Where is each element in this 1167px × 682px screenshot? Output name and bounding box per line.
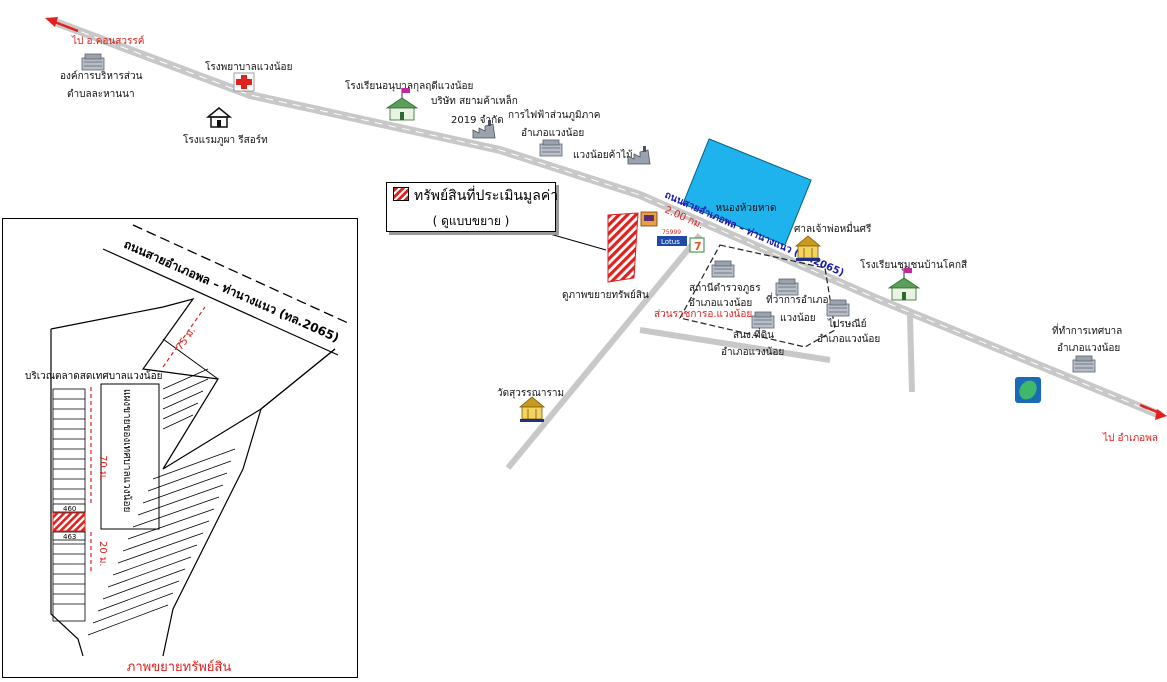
- landmark-label: สนง.ที่ดิน: [733, 327, 774, 341]
- inset-panel: ถนนสายอำเภอพล – ท่านางแนว (ทล.2065) 460 …: [2, 218, 358, 678]
- hospital-icon: [233, 72, 255, 92]
- legend-title: ทรัพย์สินที่ประเมินมูลค่า: [414, 188, 559, 204]
- dim-label-70: 70 ม.: [97, 455, 108, 481]
- house-icon: [205, 107, 233, 128]
- stall-block-label: แผงขายของเทศบาลแวงน้อย: [121, 389, 133, 512]
- market-label: บริเวณตลาดสดเทศบาลแวงน้อย: [25, 370, 162, 382]
- store-icon: [640, 211, 658, 227]
- inset-title: ภาพขยายทรัพย์สิน: [127, 659, 232, 675]
- landmark-label: ศาลเจ้าพ่อหมื่นศรี: [794, 221, 872, 235]
- road-edge: [132, 224, 349, 324]
- school-icon: [386, 87, 418, 121]
- hatch-swatch-icon: [393, 187, 409, 201]
- building-icon: [81, 53, 105, 71]
- lot-top-label: 460: [63, 505, 76, 513]
- pond-area: [682, 138, 812, 246]
- landmark-label: อำเภอแวงน้อย: [521, 127, 584, 139]
- landmark-label: 2019 จำกัด: [451, 115, 504, 126]
- dim-line-75: [162, 306, 206, 368]
- building-icon: [751, 311, 775, 329]
- landmark-label: ที่ว่าการอำเภอ: [766, 292, 829, 306]
- landmark-label: ที่ทำการเทศบาล: [1052, 323, 1122, 337]
- landmark-label: อำเภอแวงน้อย: [1057, 342, 1120, 354]
- landmark-label: อำเภอแวงน้อย: [689, 297, 752, 309]
- right-stalls: [87, 368, 236, 636]
- dest-label-phon: ไป อำเภอพล: [1102, 432, 1158, 444]
- building-icon: [826, 299, 850, 317]
- legend-box: ทรัพย์สินที่ประเมินมูลค่า ( ดูแบบขยาย ): [386, 182, 559, 232]
- legend-subtitle: ( ดูแบบขยาย ): [432, 214, 510, 228]
- landmark-label: วัดสุวรรณาราม: [497, 388, 564, 399]
- landmark-label: สถานีตำรวจภูธร: [689, 282, 761, 294]
- landmark-label: โรงพยาบาลแวงน้อย: [205, 60, 292, 73]
- dim-label-75: 75 ม.: [174, 325, 198, 352]
- svg-text:7: 7: [694, 240, 702, 253]
- landmark-label: อำเภอแวงน้อย: [721, 346, 784, 358]
- landmark-label: แวงน้อยค้าไม้: [573, 149, 633, 161]
- landmark-label: องค์การบริหารส่วน: [60, 70, 143, 82]
- red-arrow-se-icon: [1139, 403, 1167, 420]
- landmark-label: ตำบลละหานนา: [67, 89, 135, 100]
- building-icon: [1072, 355, 1096, 373]
- seven-eleven-icon: 7: [689, 237, 705, 253]
- property-parcel[interactable]: [607, 212, 639, 283]
- side-roads: [505, 233, 915, 470]
- leaf-logo-icon: [1015, 377, 1041, 403]
- landmark-label: การไฟฟ้าส่วนภูมิภาค: [508, 109, 600, 121]
- landmark-label: แวงน้อย: [780, 312, 816, 324]
- store-icon: Lotus: [657, 236, 687, 246]
- inset-property-parcel[interactable]: [52, 512, 86, 532]
- store-number-label: 75999: [662, 229, 681, 236]
- landmark-label: โรงเรียนอนุบาลกุลฤดีแวงน้อย: [345, 79, 473, 92]
- parcel-zoom-label: ดูภาพขยายทรัพย์สิน: [562, 289, 649, 301]
- lot-463: [52, 531, 86, 541]
- landmark-label: โรงเรียนชุมชนบ้านโคกสี: [860, 258, 967, 271]
- inset-map: ถนนสายอำเภอพล – ท่านางแนว (ทล.2065) 460 …: [25, 224, 349, 675]
- building-icon: [539, 139, 563, 157]
- building-icon: [711, 260, 735, 278]
- red-arrow-nw-icon: [45, 17, 79, 33]
- landmark-label: อำเภอแวงน้อย: [817, 333, 880, 345]
- main-road: [53, 18, 1162, 419]
- dim-label-20: 20 ม.: [97, 541, 108, 567]
- landmark-label: บริษัท สยามค้าเหล็ก: [431, 93, 518, 107]
- inset-road-label: ถนนสายอำเภอพล – ท่านางแนว (ทล.2065): [122, 237, 342, 345]
- landmark-label: ไปรษณีย์: [827, 318, 866, 330]
- road-line: [102, 248, 339, 356]
- stall-block: [100, 383, 160, 530]
- school-icon: [888, 267, 920, 301]
- landmark-label: โรงแรมภูผา รีสอร์ท: [183, 133, 268, 146]
- building-icon: [775, 278, 799, 296]
- temple-icon: [519, 396, 545, 423]
- lot-460: [52, 503, 86, 513]
- dest-label-konsawan: ไป อ.คอนสวรรค์: [71, 35, 144, 47]
- zone-label: ส่วนราชการอ.แวงน้อย: [654, 308, 752, 320]
- pond-label: หนองห้วยหาด: [715, 202, 776, 214]
- shrine-icon: [795, 235, 821, 262]
- lot-bottom-label: 463: [63, 533, 76, 541]
- lotus-label: Lotus: [661, 238, 680, 246]
- government-zone: [679, 244, 836, 348]
